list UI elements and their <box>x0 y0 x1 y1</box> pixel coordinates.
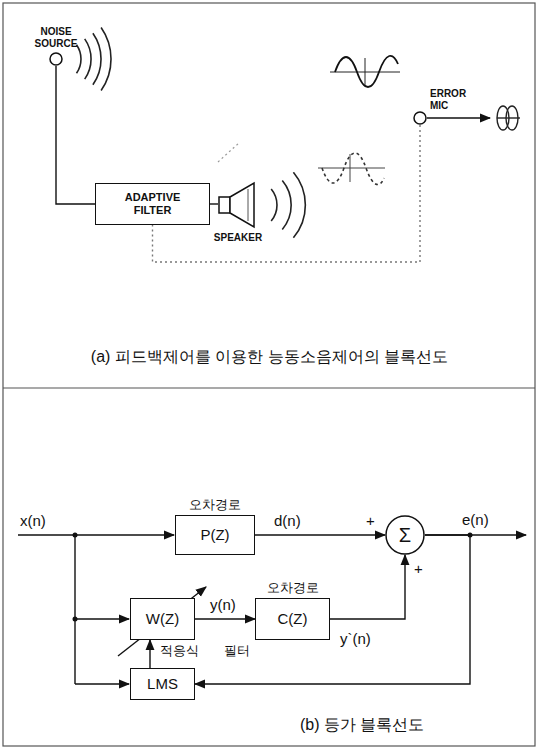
node-text: C(Z) <box>278 610 308 627</box>
node-heading: ERROR MIC <box>430 88 480 111</box>
figure-frame <box>3 3 535 746</box>
block-note: 필터 <box>222 644 252 659</box>
connector <box>149 640 150 668</box>
filter-box: ADAPTIVE FILTER <box>95 183 210 225</box>
noise-waves <box>77 28 112 91</box>
sign-mark: + <box>412 560 425 577</box>
process-box: 오차경로P(Z) <box>175 515 255 555</box>
connector <box>195 618 255 619</box>
summing-junction: Σ <box>385 515 425 555</box>
node-text: Σ <box>399 524 411 547</box>
node-text: LMS <box>147 675 178 692</box>
connector <box>56 66 95 204</box>
anti-noise-sine-wave <box>318 153 385 185</box>
error-mic-circle: ERROR MIC <box>413 111 427 125</box>
circle-outline <box>49 52 63 66</box>
node-text: ADAPTIVE FILTER <box>116 191 190 216</box>
connector <box>210 203 218 204</box>
panel-divider <box>3 387 535 388</box>
noise-sine-wave <box>330 56 400 87</box>
figure-caption: (b) 등가 블록선도 <box>298 716 426 734</box>
process-box: LMS <box>130 668 195 700</box>
node-heading: 오차경로 <box>189 498 241 513</box>
process-box: 오차경로C(Z) <box>255 598 330 640</box>
node-text: W(Z) <box>143 610 182 627</box>
figure-caption: (a) 피드백제어를 이용한 능동소음제어의 블록선도 <box>0 348 539 366</box>
node-heading: SPEAKER <box>214 232 262 244</box>
signal-name: y(n) <box>208 596 238 613</box>
signal-name: y`(n) <box>338 630 373 647</box>
signal-name: d(n) <box>272 512 303 529</box>
process-box: W(Z) <box>130 598 195 640</box>
node-heading: NOISE SOURCE <box>27 26 85 49</box>
signal-name: x(n) <box>18 512 48 529</box>
node-text: P(Z) <box>200 526 229 543</box>
speaker-outline <box>218 181 258 229</box>
speaker-waves <box>271 172 305 238</box>
speaker-symbol: SPEAKER <box>218 181 258 229</box>
mic-output-arrow <box>427 117 490 118</box>
sign-mark: + <box>364 512 377 529</box>
connector <box>330 555 405 619</box>
connector <box>255 534 385 535</box>
cancelled-signal-symbol <box>497 106 520 130</box>
junction-dot <box>73 533 78 538</box>
signal-name: e(n) <box>460 511 491 528</box>
junction-dot <box>73 617 78 622</box>
circle-outline <box>413 111 427 125</box>
noise-source-circle: NOISE SOURCE <box>49 52 63 66</box>
signal-hint <box>218 142 240 162</box>
connector <box>195 535 470 684</box>
node-heading: 오차경로 <box>267 581 319 596</box>
block-note: 적응식 <box>158 644 201 659</box>
